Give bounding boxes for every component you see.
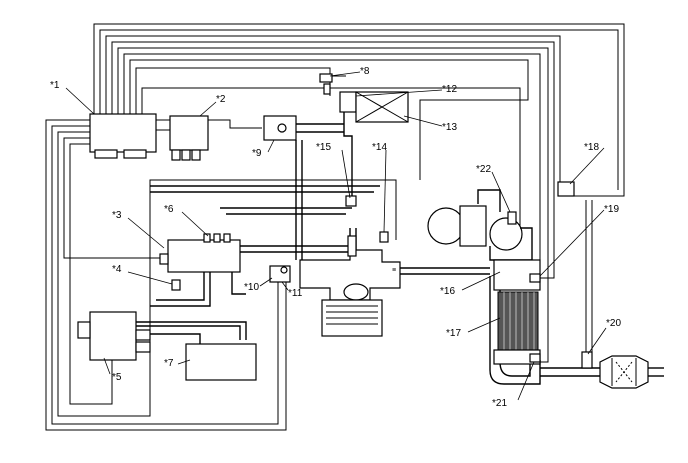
engine-block: ≡ xyxy=(299,195,490,337)
turbocharger xyxy=(427,189,533,261)
aftertreatment xyxy=(489,259,541,385)
label-1: *1 xyxy=(50,80,60,91)
leader-lines xyxy=(65,71,607,401)
label-17: *17 xyxy=(446,328,461,339)
label-10: *10 xyxy=(244,282,259,293)
ecm-module xyxy=(89,113,157,159)
label-14: *14 xyxy=(372,142,387,153)
label-7: *7 xyxy=(164,358,174,369)
label-16: *16 xyxy=(440,286,455,297)
label-13: *13 xyxy=(442,122,457,133)
sensor-10-11 xyxy=(269,265,291,283)
label-22: *22 xyxy=(476,164,491,175)
label-12: *12 xyxy=(442,84,457,95)
label-9: *9 xyxy=(252,148,262,159)
sensor-8 xyxy=(319,73,346,95)
fuel-pump xyxy=(77,311,247,361)
intake-system xyxy=(263,91,409,260)
label-5: *5 xyxy=(112,372,122,383)
label-6: *6 xyxy=(164,204,174,215)
component-labels: *1 *2 *3 *4 *5 *6 *7 *8 *9 *10 *11 *12 *… xyxy=(50,66,621,409)
label-2: *2 xyxy=(216,94,226,105)
svg-text:≡: ≡ xyxy=(392,267,396,274)
label-21: *21 xyxy=(492,398,507,409)
label-4: *4 xyxy=(112,264,122,275)
wiring-harness xyxy=(45,23,625,431)
label-8: *8 xyxy=(360,66,370,77)
label-11: *11 xyxy=(288,288,303,299)
label-18: *18 xyxy=(584,142,599,153)
relay-module xyxy=(156,115,209,161)
fuel-tank xyxy=(185,343,257,381)
label-20: *20 xyxy=(606,318,621,329)
label-3: *3 xyxy=(112,210,122,221)
exhaust-catalyst xyxy=(540,351,664,389)
label-19: *19 xyxy=(604,204,619,215)
label-15: *15 xyxy=(316,142,331,153)
sensor-18 xyxy=(557,181,575,197)
